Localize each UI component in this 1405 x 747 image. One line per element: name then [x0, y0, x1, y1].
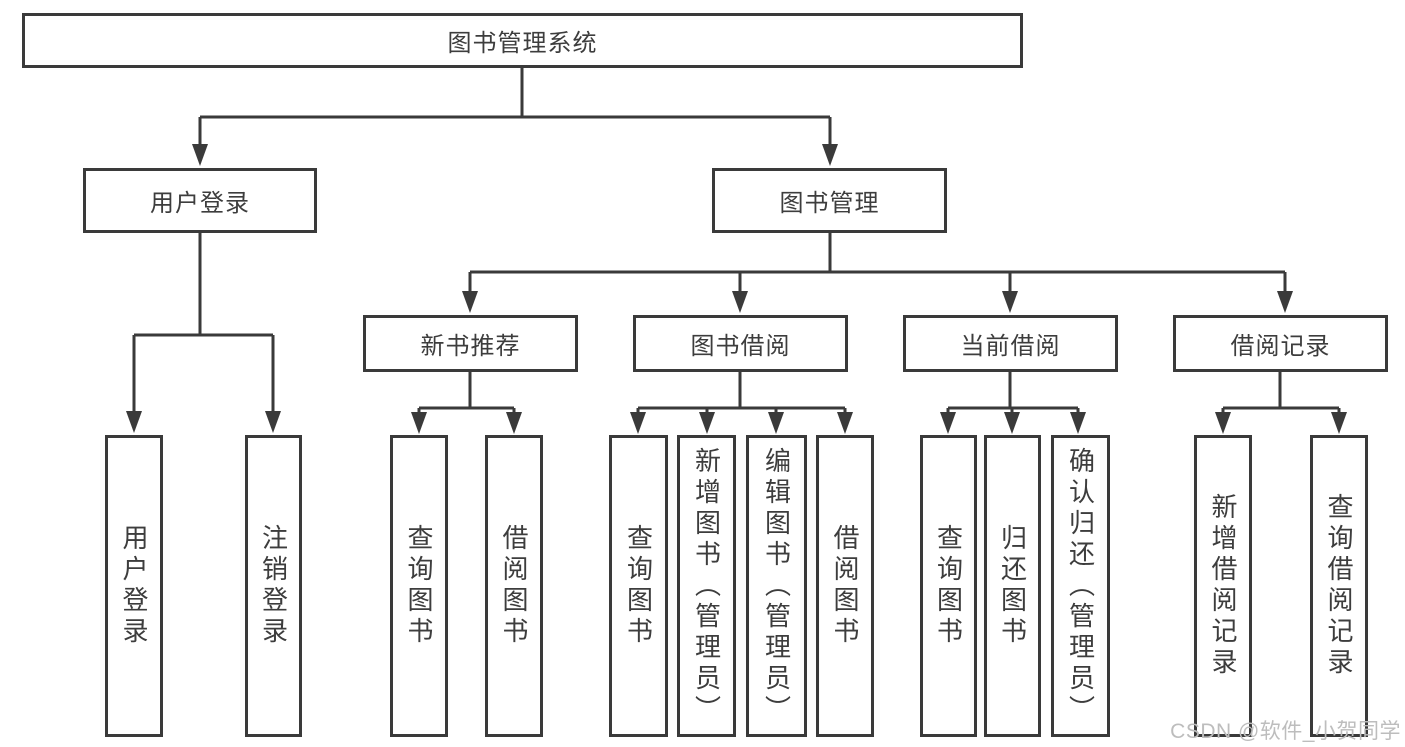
leaf-add-books-admin: 新增图书（管理员）	[677, 435, 736, 737]
node-label: 查询借阅记录	[1324, 493, 1354, 679]
leaf-borrow-books: 借阅图书	[816, 435, 874, 737]
node-label: 借阅记录	[1230, 333, 1331, 360]
node-label: 确认归还（管理员）	[1065, 446, 1096, 726]
node-label: 图书借阅	[690, 333, 791, 360]
node-label: 归还图书	[997, 524, 1028, 648]
node-book-management: 图书管理	[712, 168, 947, 233]
node-label: 查询图书	[623, 524, 654, 648]
leaf-add-borrow-record: 新增借阅记录	[1194, 435, 1252, 737]
leaf-borrow-books-recommend: 借阅图书	[485, 435, 543, 737]
leaf-user-login: 用户登录	[105, 435, 163, 737]
node-borrow-records: 借阅记录	[1173, 315, 1388, 372]
node-label: 查询图书	[933, 524, 964, 648]
leaf-query-borrow-record: 查询借阅记录	[1310, 435, 1368, 737]
arrowheads	[126, 144, 1347, 434]
node-label: 图书管理	[779, 190, 880, 217]
leaf-query-books-recommend: 查询图书	[390, 435, 448, 737]
leaf-confirm-return-admin: 确认归还（管理员）	[1051, 435, 1110, 737]
node-library-management-system: 图书管理系统	[22, 13, 1023, 68]
node-label: 编辑图书（管理员）	[761, 446, 792, 726]
node-label: 借阅图书	[830, 524, 860, 648]
node-label: 当前借阅	[960, 333, 1061, 360]
node-label: 用户登录	[150, 190, 250, 217]
node-new-book-recommend: 新书推荐	[363, 315, 578, 372]
node-user-login: 用户登录	[83, 168, 317, 233]
watermark: CSDN @软件_小贺同学	[1170, 720, 1401, 743]
node-label: 新增借阅记录	[1208, 493, 1238, 679]
leaf-query-books-borrowing: 查询图书	[609, 435, 668, 737]
leaf-logout-login: 注销登录	[245, 435, 302, 737]
leaf-edit-books-admin: 编辑图书（管理员）	[746, 435, 807, 737]
node-label: 新增图书（管理员）	[691, 446, 722, 726]
leaf-query-books-current: 查询图书	[920, 435, 977, 737]
node-label: 新书推荐	[420, 333, 521, 360]
leaf-return-books: 归还图书	[984, 435, 1041, 737]
node-label: 查询图书	[404, 524, 434, 648]
node-book-borrowing: 图书借阅	[633, 315, 848, 372]
node-current-borrowing: 当前借阅	[903, 315, 1118, 372]
node-label: 图书管理系统	[447, 30, 598, 57]
node-label: 注销登录	[258, 524, 289, 648]
node-label: 用户登录	[119, 524, 149, 648]
node-label: 借阅图书	[499, 524, 529, 648]
